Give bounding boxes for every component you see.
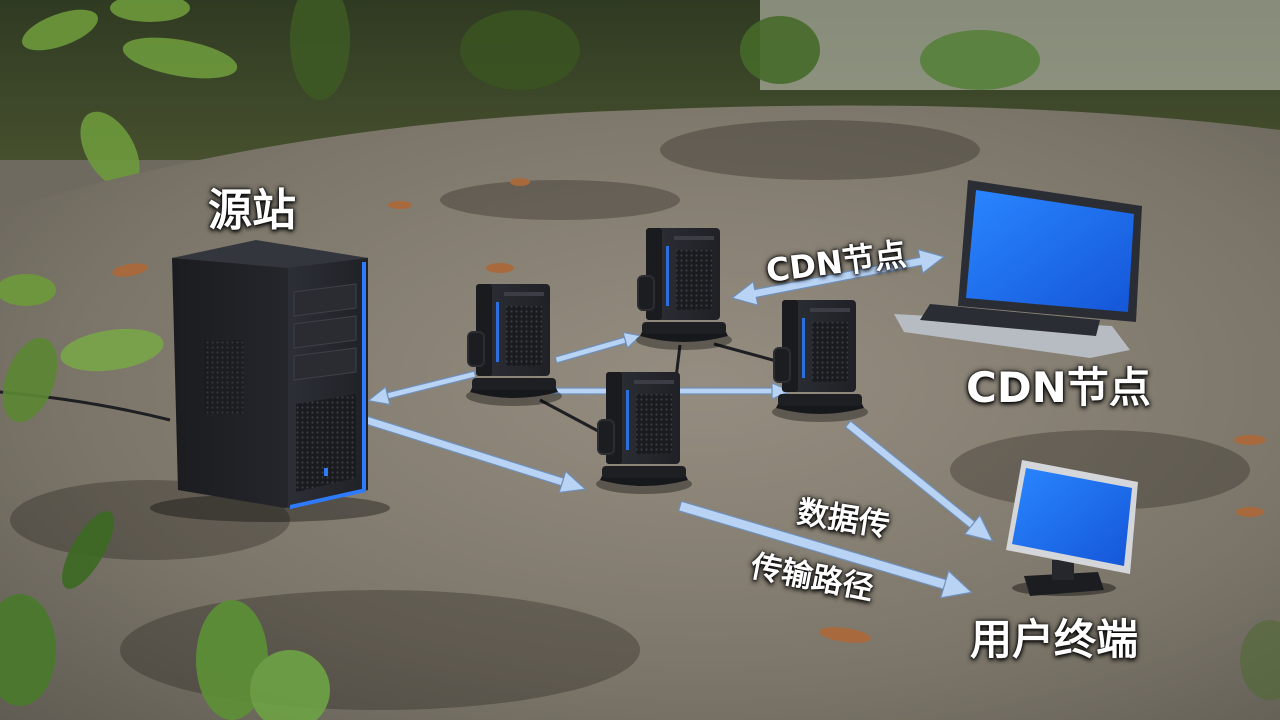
edge-node-icon-right [771,299,869,423]
label-cdn-node: CDN节点 [966,363,1151,412]
edge-node-icon-center [595,371,693,495]
monitor-icon [1006,460,1138,596]
arrow-node-to-origin [366,370,477,406]
label-origin: 源站 [208,185,296,236]
label-user-terminal: 用户终端 [970,615,1139,664]
origin-server-icon [150,240,390,522]
arrow-laptop-bidirectional [730,248,946,307]
foreground-leaves [0,274,1280,720]
edge-node-icon-left [465,283,563,407]
dry-leaves [112,178,1266,643]
edge-node-icon-top [635,227,733,351]
transfer-arrows [364,248,994,599]
arrow-node-to-monitor [844,420,994,542]
leaf-cluster [22,0,1040,189]
laptop-icon [894,180,1142,358]
arrow-node-link-2 [554,331,642,364]
arrow-path-to-monitor [677,500,973,599]
